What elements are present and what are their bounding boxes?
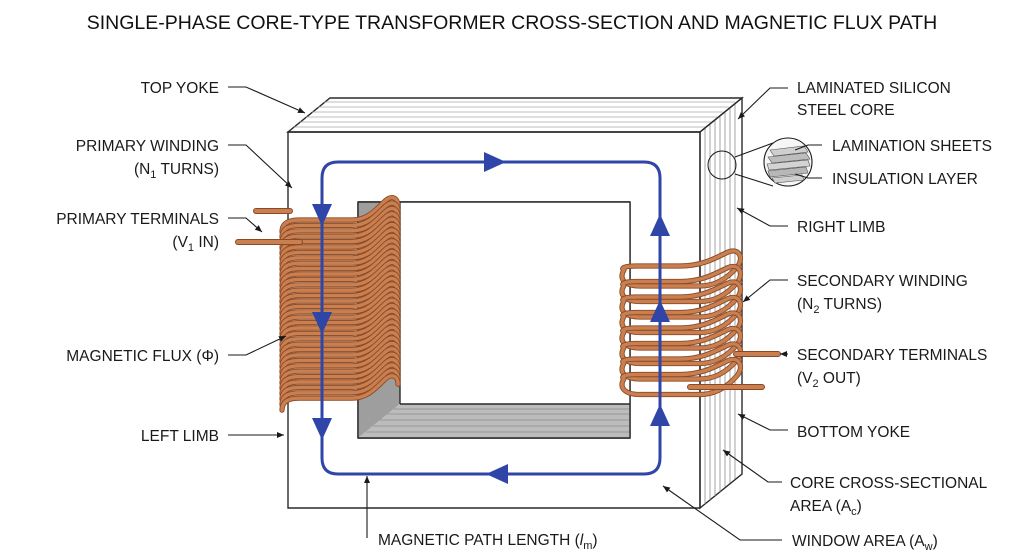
- flux-arrow-right-1: [650, 214, 670, 236]
- flux-arrow-left-1: [312, 204, 332, 226]
- flux-arrow-left-3: [312, 418, 332, 440]
- label-secondary-winding-turns: (N2 TURNS): [797, 296, 882, 316]
- primary-coil-turn-highlight: [280, 206, 400, 245]
- primary-coil-turn-highlight: [280, 233, 400, 272]
- label-core-area: CORE CROSS-SECTIONAL: [790, 475, 988, 492]
- primary-coil-turn-highlight: [280, 352, 400, 391]
- flux-arrow-right-3: [650, 404, 670, 426]
- secondary-coil-turn-highlight: [620, 326, 743, 366]
- label-primary-winding: PRIMARY WINDING: [76, 138, 219, 155]
- label-core-area-ac: AREA (Ac): [790, 498, 862, 518]
- label-magnetic-flux: MAGNETIC FLUX (Φ): [66, 348, 219, 365]
- primary-coil-turn-highlight: [280, 271, 400, 310]
- label-secondary-terminals: SECONDARY TERMINALS: [797, 347, 987, 364]
- label-right-limb: RIGHT LIMB: [797, 219, 885, 236]
- window-bottom-lamination: [366, 408, 630, 433]
- primary-coil-turn-highlight: [280, 341, 400, 380]
- primary-coil-turn-highlight: [280, 309, 400, 348]
- primary-coil-turn-highlight: [280, 368, 400, 407]
- secondary-coil-turn-highlight: [620, 357, 743, 397]
- window-bottom-inner-wall: [358, 404, 630, 438]
- primary-winding: [235, 195, 401, 413]
- primary-coil-turn-highlight: [280, 244, 400, 283]
- label-insulation-layer: INSULATION LAYER: [832, 171, 978, 188]
- secondary-coil-turn-highlight: [620, 280, 743, 319]
- label-secondary-winding: SECONDARY WINDING: [797, 273, 968, 290]
- primary-coil-turn-highlight: [280, 276, 400, 315]
- primary-coil-turn-highlight: [280, 228, 400, 267]
- primary-coil-turn-highlight: [280, 282, 400, 321]
- label-magnetic-path-length: MAGNETIC PATH LENGTH (lm): [378, 532, 598, 552]
- label-secondary-terminals-v2: (V2 OUT): [797, 370, 861, 390]
- secondary-coil-turn-highlight: [620, 295, 743, 335]
- label-top-yoke: TOP YOKE: [141, 80, 219, 97]
- primary-coil-turn-highlight: [280, 260, 400, 299]
- secondary-terminals: [687, 351, 781, 390]
- secondary-coil-turn-highlight: [620, 342, 743, 381]
- secondary-coil-turns: [619, 248, 743, 398]
- primary-coil-turn-highlight: [280, 314, 400, 353]
- label-primary-terminals: PRIMARY TERMINALS: [56, 211, 219, 228]
- primary-coil-turn-highlight: [280, 303, 400, 342]
- primary-coil-turn-highlight: [280, 336, 400, 375]
- secondary-coil-turn-highlight: [620, 249, 743, 288]
- primary-coil-turn-highlight: [280, 363, 400, 402]
- primary-coil-turn-highlight: [280, 287, 400, 326]
- flux-arrow-top: [484, 152, 506, 172]
- primary-coil-turn-highlight: [280, 374, 400, 412]
- primary-coil-turn-highlight: [280, 347, 400, 385]
- diagram-title: SINGLE-PHASE CORE-TYPE TRANSFORMER CROSS…: [87, 12, 938, 34]
- label-bottom-yoke: BOTTOM YOKE: [797, 424, 910, 441]
- flux-arrow-right-2: [650, 300, 670, 322]
- primary-coil-turn-highlight: [280, 293, 400, 331]
- primary-terminals: [235, 208, 303, 245]
- secondary-coil-turn-highlight: [620, 311, 743, 350]
- primary-coil-turn-highlight: [280, 249, 400, 288]
- magnetic-flux-path: [312, 152, 670, 484]
- lamination-detail-sheets: [766, 145, 811, 184]
- primary-coil-turns: [279, 195, 401, 413]
- primary-coil-turn-highlight: [280, 298, 400, 337]
- window-opening: [400, 202, 630, 404]
- secondary-winding: [619, 248, 781, 398]
- label-lamination-sheets: LAMINATION SHEETS: [832, 138, 992, 155]
- primary-coil-turn-highlight: [280, 255, 400, 294]
- primary-coil-turn-highlight: [280, 325, 400, 364]
- label-left-limb: LEFT LIMB: [141, 428, 219, 445]
- leader-lines: [228, 86, 822, 541]
- lamination-detail: [707, 137, 813, 187]
- primary-coil-turn-highlight: [280, 222, 400, 261]
- primary-coil-turn-highlight: [280, 357, 400, 396]
- top-lamination-lines: [294, 101, 735, 128]
- primary-coil-turn-highlight: [280, 239, 400, 277]
- primary-coil-turn-highlight: [280, 195, 400, 234]
- label-primary-winding-turns: (N1 TURNS): [134, 161, 219, 181]
- label-primary-terminals-v1: (V1 IN): [172, 234, 219, 254]
- detail-source-circle: [707, 150, 737, 180]
- secondary-coil-turn-highlight: [620, 264, 743, 304]
- label-laminated-core-2: STEEL CORE: [797, 102, 895, 119]
- flux-arrow-left-2: [312, 312, 332, 334]
- label-laminated-core: LAMINATED SILICON: [797, 80, 951, 97]
- primary-coil-turn-highlight: [280, 266, 400, 304]
- primary-coil-turn-highlight: [280, 201, 400, 240]
- flux-arrow-bottom: [486, 464, 508, 484]
- label-window-area: WINDOW AREA (Aw): [792, 533, 938, 553]
- primary-coil-turn-highlight: [280, 330, 400, 369]
- primary-coil-turn-highlight: [280, 212, 400, 250]
- primary-coil-turn-highlight: [280, 320, 400, 358]
